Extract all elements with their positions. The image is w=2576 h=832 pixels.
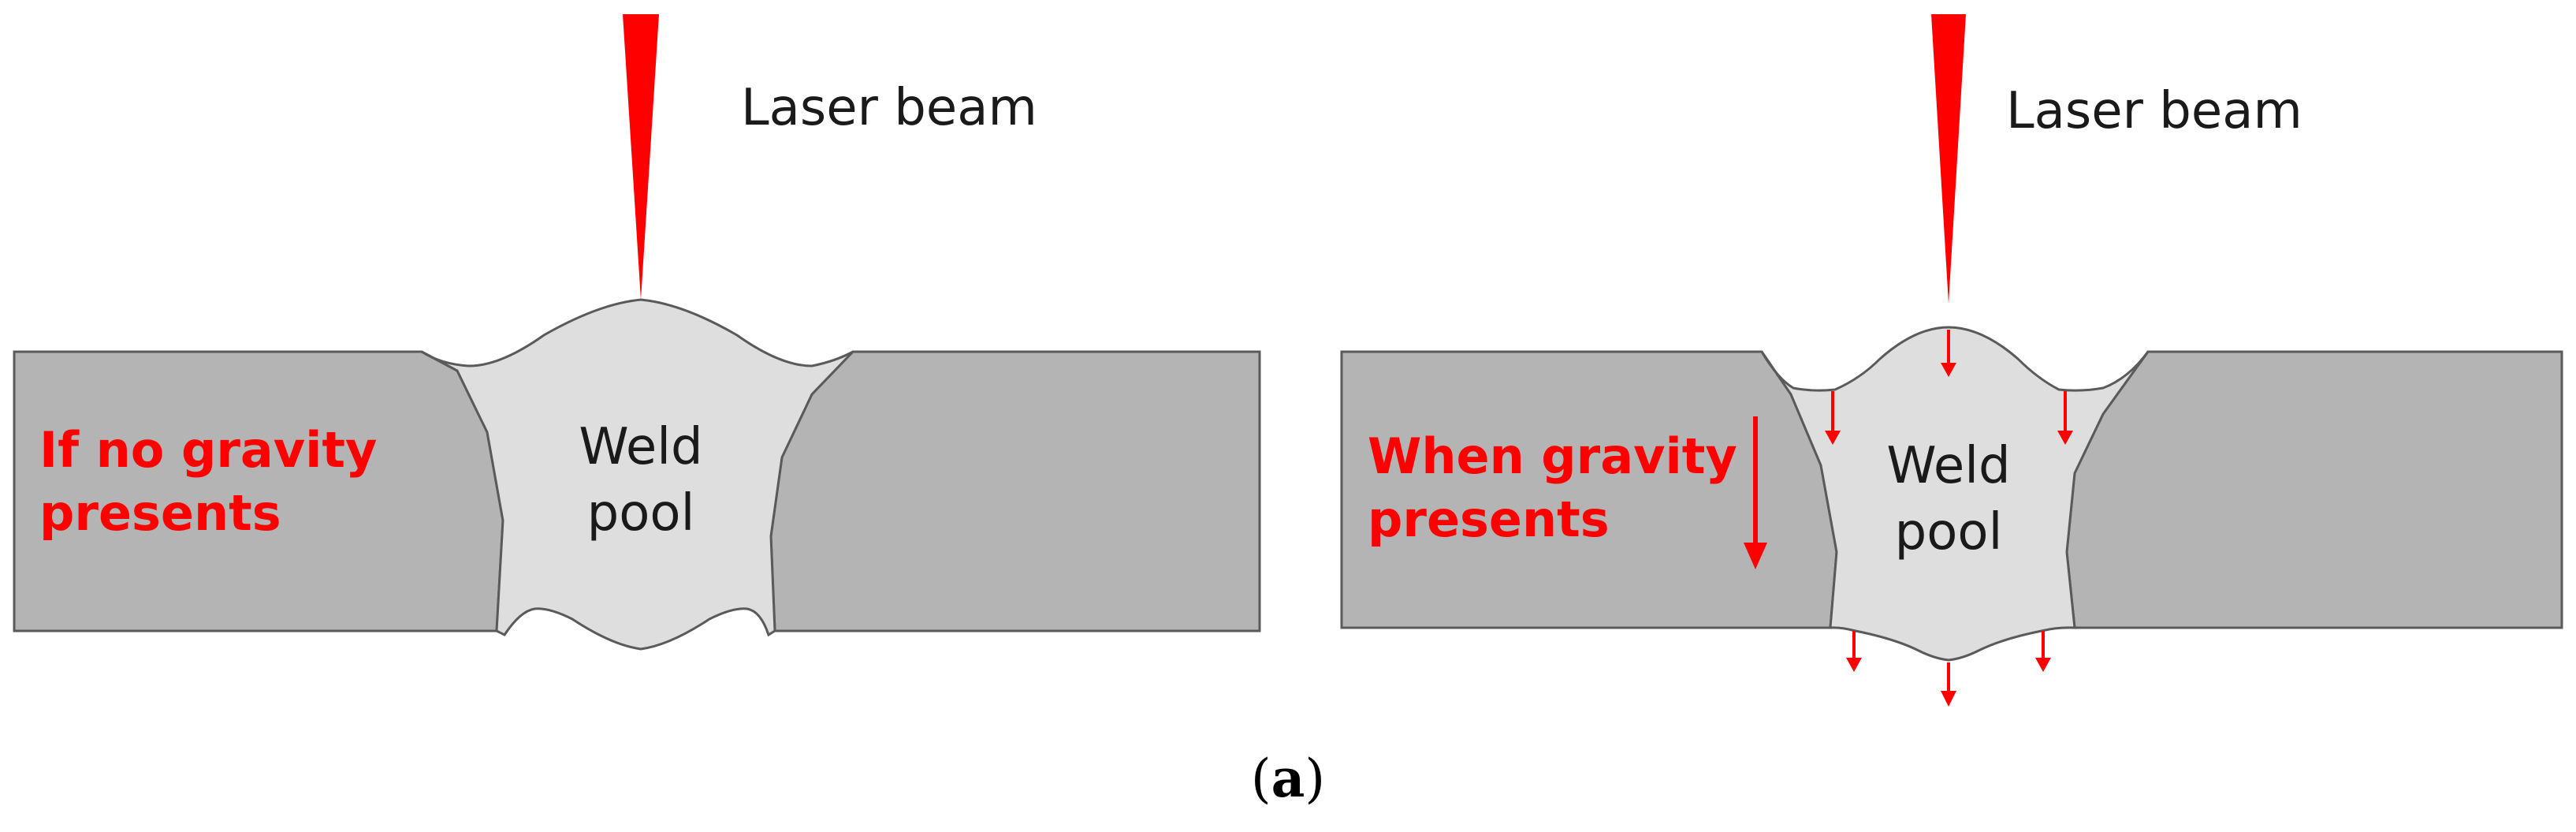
laser-beam-right	[1931, 14, 1966, 304]
condition-label-line1-right: When gravity	[1368, 427, 1737, 485]
gravity-arrow	[1744, 416, 1767, 569]
caption-open-paren: (	[1251, 748, 1271, 809]
panel-no-gravity: Laser beam Weld pool If no gravity prese…	[13, 14, 1261, 651]
weld-pool-label-line1-left: Weld	[579, 418, 702, 476]
sag-arrow-top-left	[1825, 391, 1841, 445]
caption-letter: a	[1271, 748, 1305, 809]
sag-arrow-bottom-left	[1846, 631, 1862, 672]
sag-arrow-top-right	[2057, 391, 2073, 445]
laser-beam-label-left: Laser beam	[741, 79, 1037, 137]
weld-pool-right	[1760, 326, 2150, 662]
caption-close-paren: )	[1305, 748, 1325, 809]
laser-beam-label-right: Laser beam	[2006, 82, 2302, 140]
weld-pool-label-line2-left: pool	[587, 484, 695, 543]
sag-arrow-bottom-center	[1941, 662, 1956, 707]
weld-pool-label-line2-right: pool	[1895, 503, 2003, 562]
left-plate-right-panel	[1340, 350, 1838, 629]
panel-with-gravity: Laser beam Weld pool When gravity presen…	[1340, 14, 2563, 707]
laser-beam-left	[623, 14, 659, 300]
weld-pool-label-line1-right: Weld	[1886, 437, 2010, 495]
condition-label-line2-left: presents	[39, 484, 281, 542]
right-plate-left-panel	[769, 350, 1261, 632]
figure-caption: (a)	[1251, 748, 1325, 809]
condition-label-line2-right: presents	[1368, 491, 1610, 548]
weld-pool-left	[421, 298, 854, 651]
condition-label-line1-left: If no gravity	[39, 421, 377, 479]
sag-arrow-bottom-right	[2035, 631, 2051, 672]
right-plate-right-panel	[2065, 350, 2563, 629]
sag-arrow-top-center	[1941, 330, 1956, 377]
